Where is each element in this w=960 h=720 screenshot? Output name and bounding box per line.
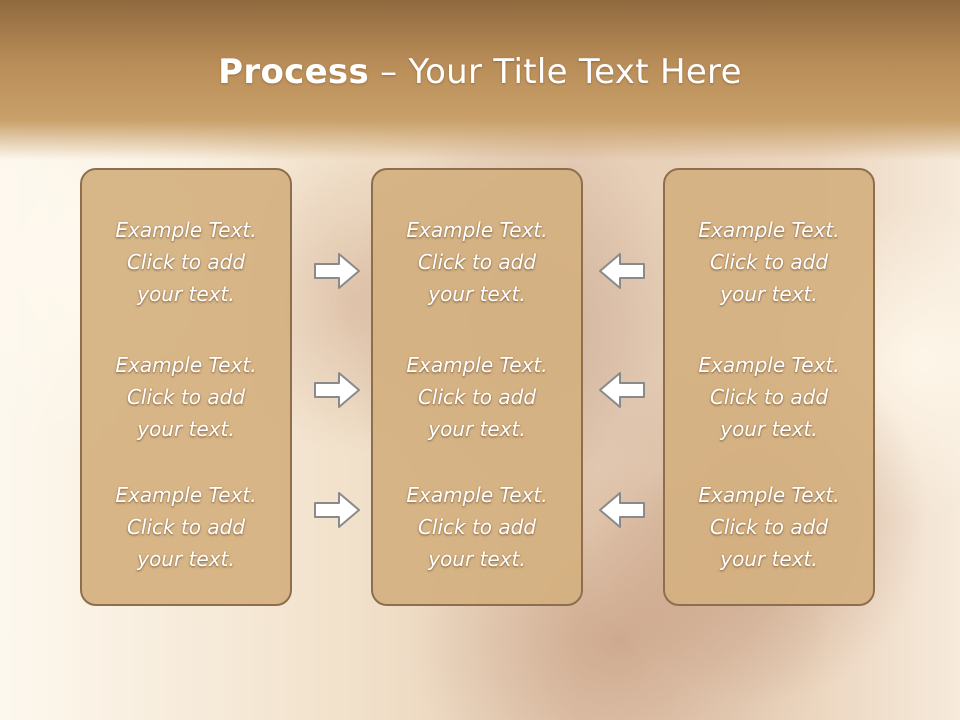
text-line: your text. xyxy=(720,547,818,571)
text-line: Example Text. xyxy=(406,353,548,377)
process-box-right[interactable]: Example Text. Click to add your text. Ex… xyxy=(663,168,875,606)
text-block[interactable]: Example Text. Click to add your text. xyxy=(82,349,290,445)
process-box-left[interactable]: Example Text. Click to add your text. Ex… xyxy=(80,168,292,606)
text-line: your text. xyxy=(137,282,235,306)
title-bar xyxy=(0,0,960,160)
text-line: Example Text. xyxy=(698,483,840,507)
arrow-right-icon xyxy=(314,372,360,408)
text-block[interactable]: Example Text. Click to add your text. xyxy=(665,349,873,445)
text-line: Click to add xyxy=(126,385,246,409)
text-line: your text. xyxy=(137,417,235,441)
text-block[interactable]: Example Text. Click to add your text. xyxy=(665,214,873,310)
text-line: Click to add xyxy=(709,250,829,274)
text-line: Example Text. xyxy=(115,483,257,507)
text-line: Example Text. xyxy=(406,483,548,507)
text-block[interactable]: Example Text. Click to add your text. xyxy=(665,479,873,575)
text-line: your text. xyxy=(720,282,818,306)
arrow-right-icon xyxy=(314,253,360,289)
text-line: Example Text. xyxy=(698,353,840,377)
arrow-right-icon xyxy=(314,492,360,528)
text-line: Click to add xyxy=(126,515,246,539)
text-block[interactable]: Example Text. Click to add your text. xyxy=(82,214,290,310)
text-line: Click to add xyxy=(126,250,246,274)
text-block[interactable]: Example Text. Click to add your text. xyxy=(373,349,581,445)
text-line: Click to add xyxy=(417,250,537,274)
text-line: your text. xyxy=(428,547,526,571)
text-line: Click to add xyxy=(417,385,537,409)
text-line: Example Text. xyxy=(115,353,257,377)
text-block[interactable]: Example Text. Click to add your text. xyxy=(82,479,290,575)
title-rest: – Your Title Text Here xyxy=(369,52,742,92)
text-line: your text. xyxy=(428,417,526,441)
text-block[interactable]: Example Text. Click to add your text. xyxy=(373,214,581,310)
slide-title[interactable]: Process – Your Title Text Here xyxy=(0,52,960,92)
text-line: Click to add xyxy=(709,385,829,409)
arrow-left-icon xyxy=(599,253,645,289)
text-line: Click to add xyxy=(417,515,537,539)
text-line: Example Text. xyxy=(698,218,840,242)
text-block[interactable]: Example Text. Click to add your text. xyxy=(373,479,581,575)
text-line: your text. xyxy=(137,547,235,571)
text-line: Click to add xyxy=(709,515,829,539)
text-line: your text. xyxy=(428,282,526,306)
text-line: your text. xyxy=(720,417,818,441)
process-box-middle[interactable]: Example Text. Click to add your text. Ex… xyxy=(371,168,583,606)
text-line: Example Text. xyxy=(406,218,548,242)
title-bold: Process xyxy=(218,52,370,92)
text-line: Example Text. xyxy=(115,218,257,242)
arrow-left-icon xyxy=(599,492,645,528)
arrow-left-icon xyxy=(599,372,645,408)
